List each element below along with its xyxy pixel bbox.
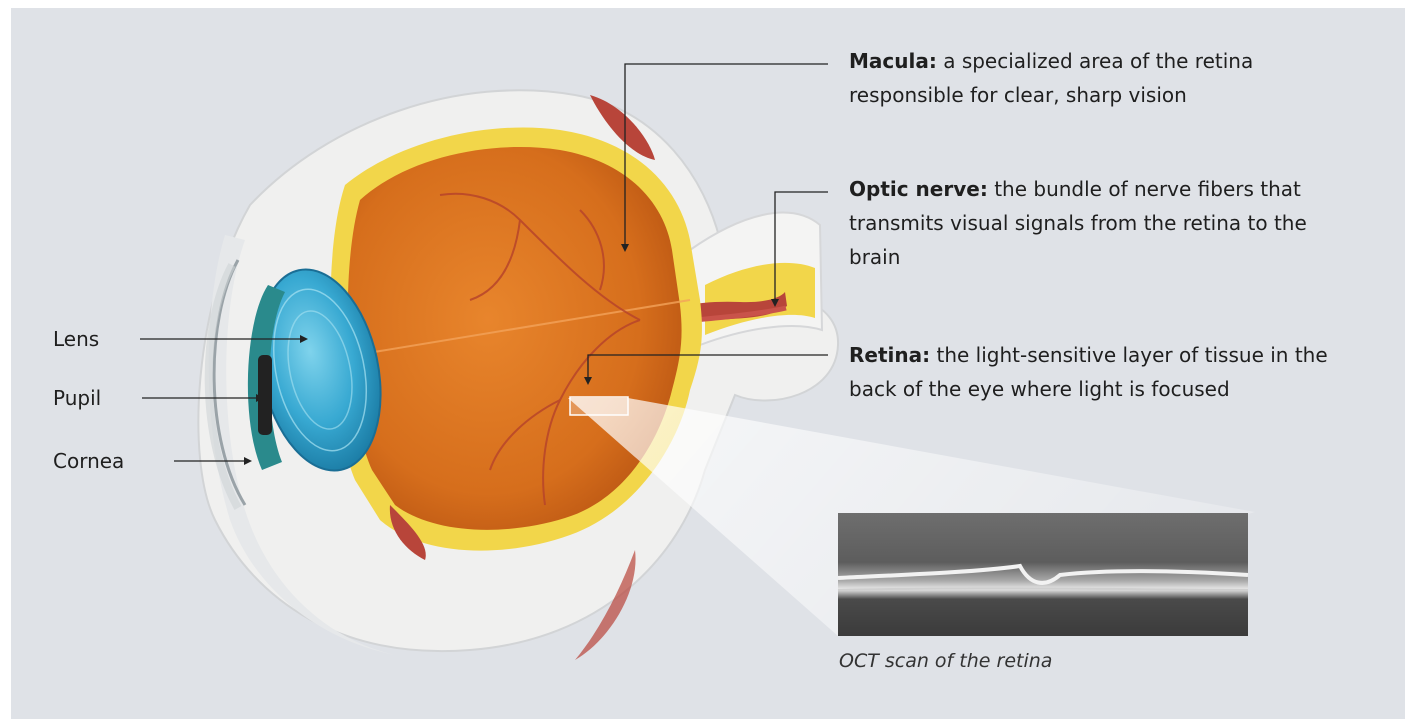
- callout-macula-term: Macula:: [849, 49, 937, 73]
- callout-retina-term: Retina:: [849, 343, 930, 367]
- callout-macula: Macula: a specialized area of the retina…: [849, 44, 1329, 112]
- label-cornea: Cornea: [53, 444, 124, 478]
- callout-optic-nerve-term: Optic nerve:: [849, 177, 988, 201]
- label-lens: Lens: [53, 322, 99, 356]
- callout-optic-nerve: Optic nerve: the bundle of nerve fibers …: [849, 172, 1329, 274]
- oct-scan-image: [838, 513, 1248, 636]
- label-pupil: Pupil: [53, 381, 101, 415]
- oct-scan-caption: OCT scan of the retina: [839, 650, 1052, 672]
- callout-retina: Retina: the light-sensitive layer of tis…: [849, 338, 1329, 406]
- retina-scan-region-marker: [570, 397, 628, 415]
